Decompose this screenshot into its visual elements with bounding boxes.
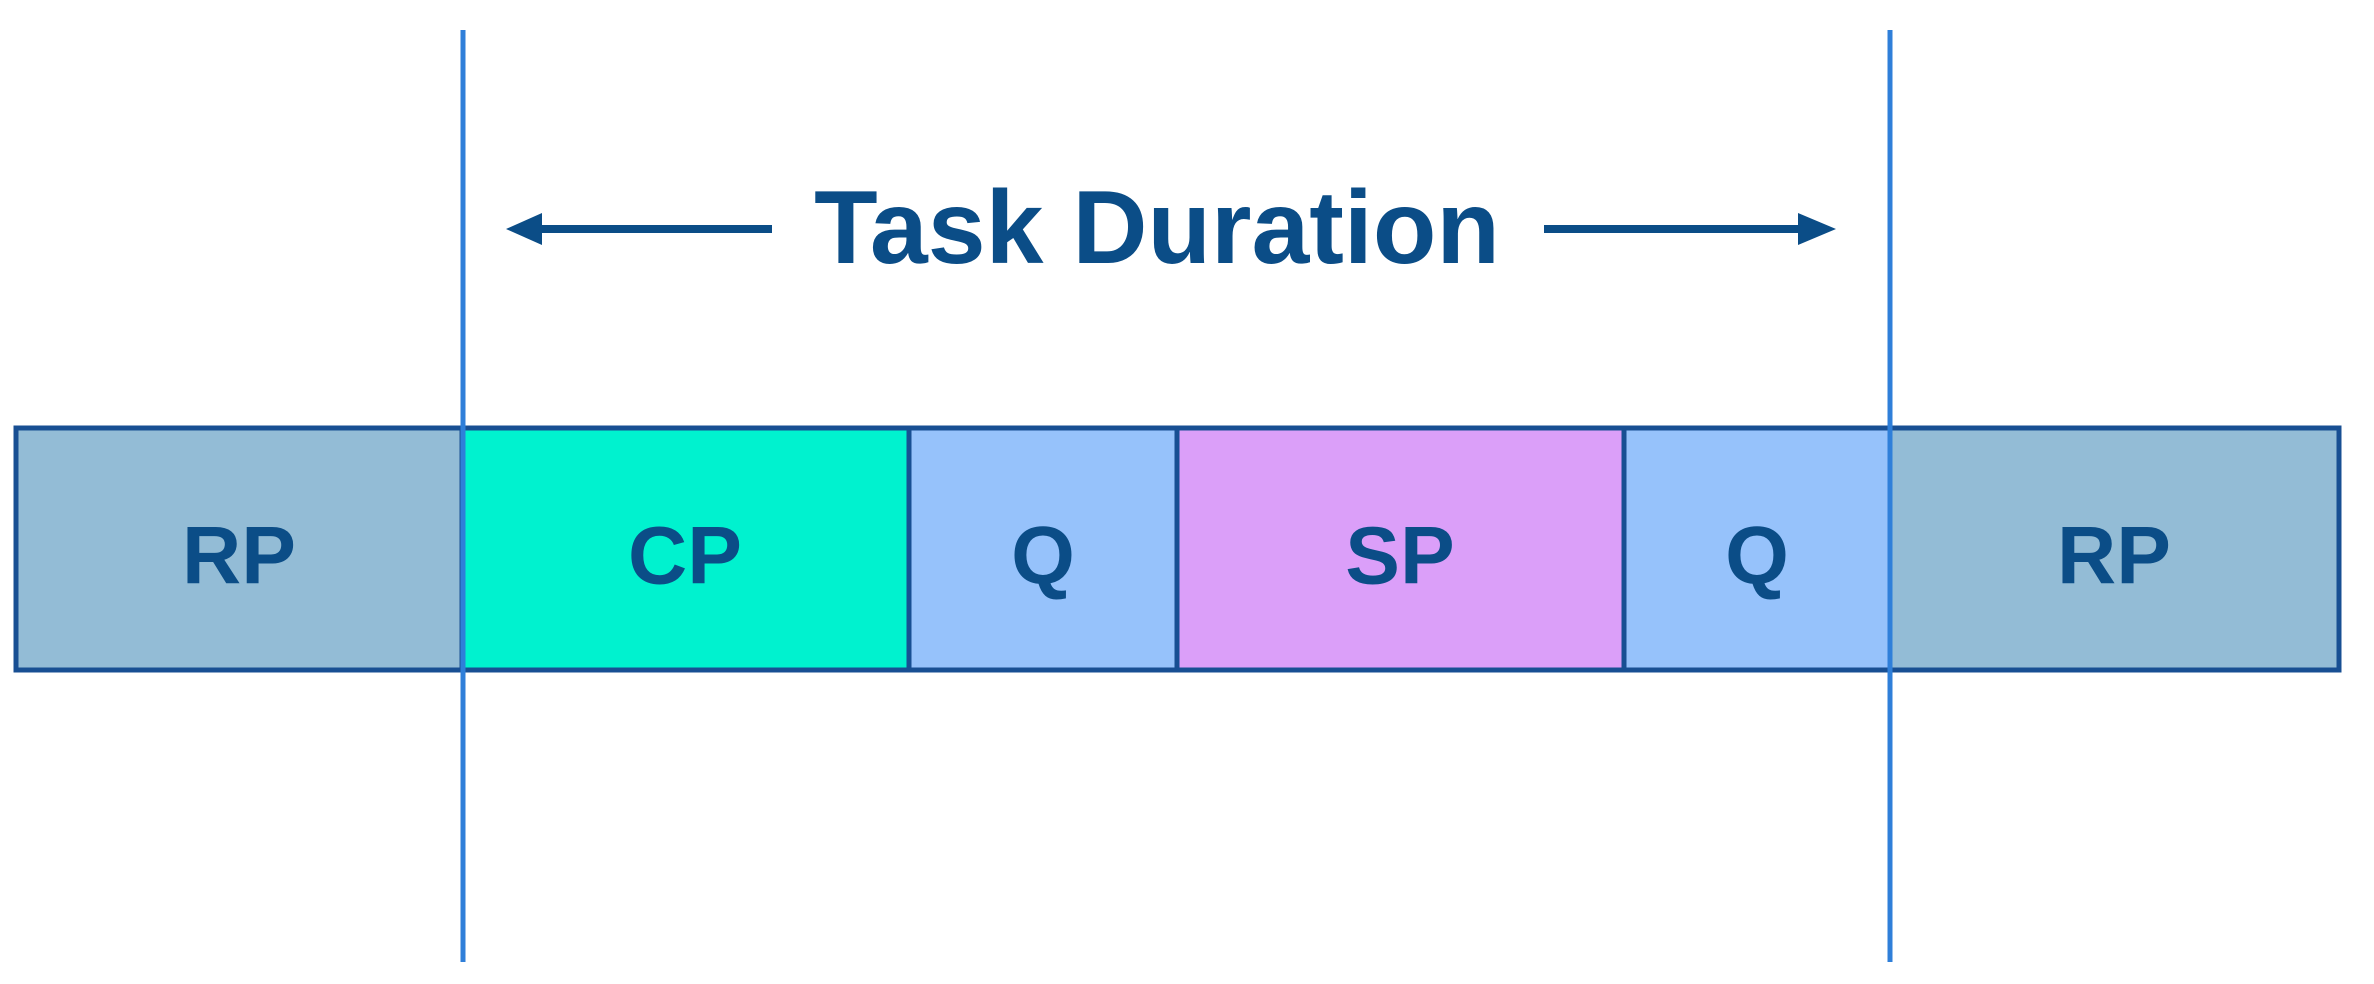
segment-rp-end: RP: [1887, 425, 2342, 673]
segment-rect: [459, 425, 912, 673]
segment-sp: SP: [1174, 425, 1627, 673]
segment-label: RP: [2057, 511, 2171, 602]
segment-q-first: Q: [906, 425, 1180, 673]
diagram-title: Task Duration: [814, 170, 1500, 286]
right-arrow-icon: [1544, 213, 1836, 245]
segment-rect: [1621, 425, 1893, 673]
segment-label: SP: [1345, 511, 1454, 602]
segment-label: Q: [1011, 511, 1075, 602]
segment-label: RP: [182, 511, 296, 602]
segment-bar: RP CP Q SP Q RP: [13, 425, 2342, 673]
segment-q-second: Q: [1621, 425, 1893, 673]
segment-label: CP: [628, 511, 742, 602]
segment-rect: [1174, 425, 1627, 673]
segment-rect: [13, 425, 465, 673]
left-arrow-icon: [506, 213, 772, 245]
segment-label: Q: [1725, 511, 1789, 602]
segment-rect: [906, 425, 1180, 673]
segment-cp: CP: [459, 425, 912, 673]
segment-rp-start: RP: [13, 425, 465, 673]
